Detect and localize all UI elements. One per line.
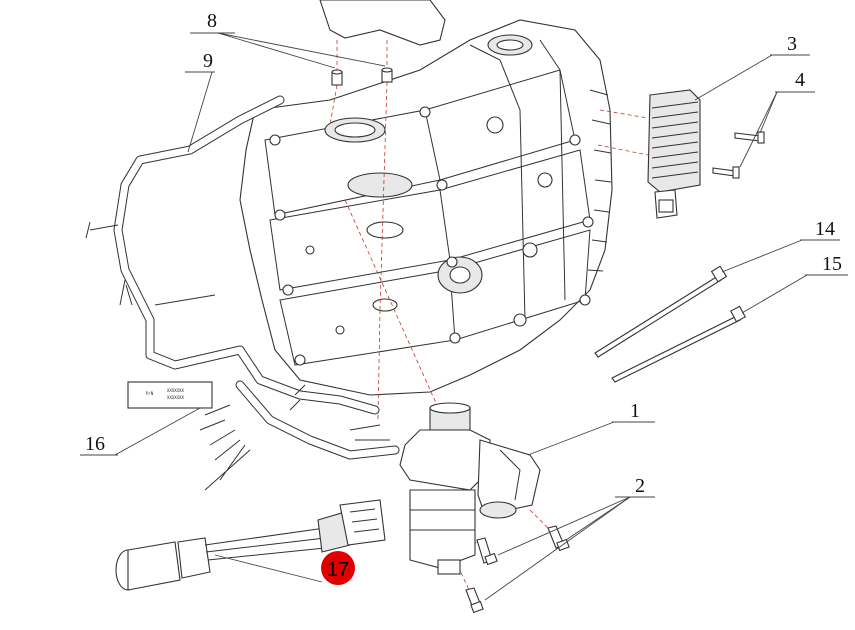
part-9-wiring-harness — [85, 95, 400, 491]
leader-lines — [80, 32, 848, 601]
callout-15: 15 — [822, 253, 842, 275]
part-15-long-bolt — [611, 305, 746, 383]
callout-4: 4 — [795, 69, 805, 91]
engine-block — [239, 0, 613, 396]
callout-3: 3 — [787, 33, 797, 55]
callout-2: 2 — [635, 475, 645, 497]
part-14-long-bolt — [594, 265, 728, 358]
part-1-starter-motor — [399, 402, 541, 575]
assembly-guide-lines — [329, 40, 649, 593]
part-2-bolts — [465, 525, 570, 614]
part-3-rectifier-regulator — [647, 89, 701, 219]
callout-17-badge: 17 — [321, 551, 355, 585]
tag-line-3: XXXXXXX — [167, 395, 184, 400]
part-16-label-tag: P/N XXXXXXX XXXXXXX — [127, 381, 213, 409]
callout-9: 9 — [203, 50, 213, 72]
callout-16: 16 — [85, 433, 105, 455]
callout-17: 17 — [327, 559, 349, 581]
part-4-bolts — [712, 131, 765, 179]
part-8-dowel-pins — [331, 67, 393, 86]
part-17-connector-harness — [115, 499, 386, 591]
callout-labels: 8 9 3 4 14 15 16 1 2 — [85, 10, 842, 497]
tag-line-1: P/N — [146, 391, 154, 396]
callout-1: 1 — [630, 400, 640, 422]
tag-line-2: XXXXXXX — [167, 388, 184, 393]
callout-8: 8 — [207, 10, 217, 32]
badge-circle — [321, 551, 355, 585]
callout-14: 14 — [815, 218, 835, 240]
